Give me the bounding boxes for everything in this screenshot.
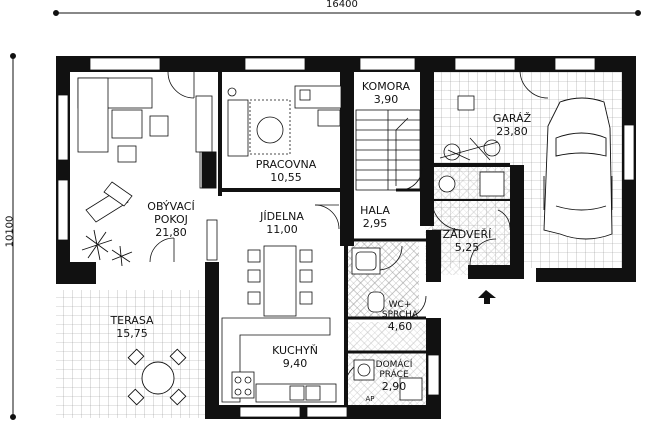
height-dimension-label: 10100 xyxy=(4,215,16,248)
sofa-set xyxy=(77,77,217,189)
room-label-hala: HALA 2,95 xyxy=(360,204,390,230)
dining-table xyxy=(247,245,313,317)
room-label-domaci: DOMÁCÍ PRÁCE 2,90 xyxy=(375,360,413,393)
room-label-garaz: GARÁŽ 23,80 xyxy=(492,112,532,138)
room-label-zadveri: ZÁDVEŘÍ 5,25 xyxy=(442,228,492,254)
room-label-komora: KOMORA 3,90 xyxy=(361,80,411,106)
entrance-arrow-icon xyxy=(478,290,496,304)
bath-fixtures xyxy=(351,247,423,401)
staircase xyxy=(355,109,421,191)
desk-set xyxy=(201,85,342,189)
entry-fixtures xyxy=(438,95,505,197)
width-dimension-label: 16400 xyxy=(326,0,358,10)
armchair xyxy=(85,181,133,223)
terrace-table xyxy=(127,348,187,406)
room-label-jidelna: JÍDELNA 11,00 xyxy=(260,210,304,236)
kitchen-counter xyxy=(221,317,337,403)
car-icon xyxy=(543,97,613,240)
room-label-obyvaci: OBÝVACÍ POKOJ 21,80 xyxy=(147,200,195,239)
plant-icon xyxy=(81,229,133,267)
room-label-wc: WC+ SPRCHA 4,60 xyxy=(381,300,419,333)
room-label-pracovna: PRACOVNA 10,55 xyxy=(255,158,317,184)
room-label-kuchyn: KUCHYŇ 9,40 xyxy=(272,344,318,370)
room-tag-ap: AP xyxy=(365,395,375,403)
room-label-terasa: TERASA 15,75 xyxy=(110,314,154,340)
windows xyxy=(57,57,635,418)
dimension-lines xyxy=(10,10,641,420)
